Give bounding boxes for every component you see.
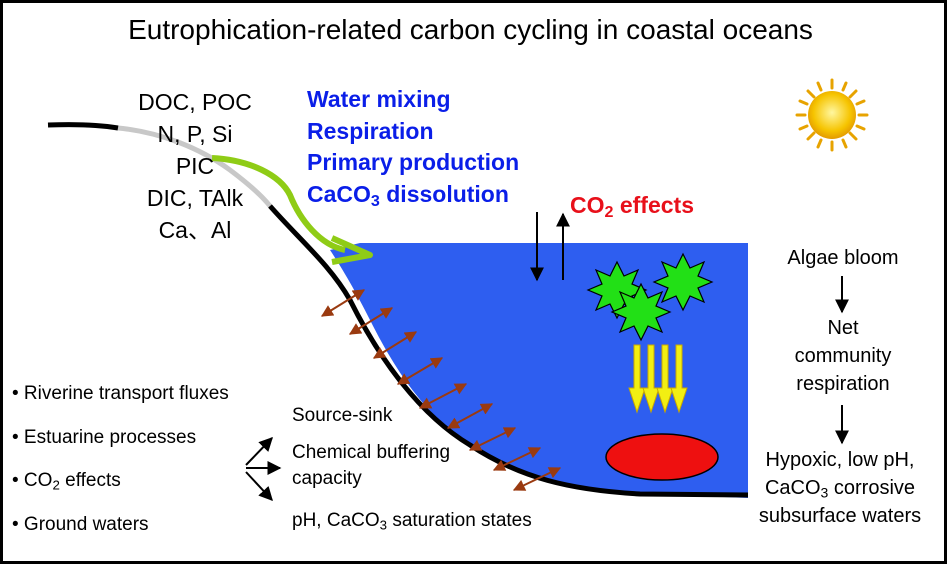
exchange-arrow xyxy=(320,289,366,317)
river-input-organic-carbon: DOC, POC xyxy=(138,89,252,115)
co2-effects-label: CO2 effects xyxy=(570,192,694,222)
hypoxic-zone xyxy=(605,433,719,481)
river-inputs-list: DOC, POC N, P, Si PIC DIC, TAlk Ca、Al xyxy=(120,86,270,246)
factor-bullets: • Riverine transport fluxes • Estuarine … xyxy=(12,372,229,546)
coastline xyxy=(47,122,749,498)
sinking-arrow xyxy=(656,344,674,414)
bullet-estuarine-processes: • Estuarine processes xyxy=(12,426,197,448)
diagram-title: Eutrophication-related carbon cycling in… xyxy=(128,14,813,45)
bullet-co2-effects: • CO2 effects xyxy=(12,470,121,493)
exchange-arrow xyxy=(418,383,468,409)
exchange-arrow xyxy=(348,307,394,335)
process-list: Water mixing Respiration Primary product… xyxy=(307,84,519,210)
exchange-arrow xyxy=(372,331,418,359)
outcome-arrow-down xyxy=(245,471,273,502)
process-caco3-dissolution: CaCO3 dissolution xyxy=(307,180,509,210)
bullet-ground-waters: • Ground waters xyxy=(12,513,149,535)
sinking-arrow xyxy=(628,344,646,414)
river-input-ca-al: Ca、Al xyxy=(158,217,232,243)
sun-icon xyxy=(795,78,869,152)
exchange-arrow xyxy=(396,357,444,385)
river-input-arrowhead xyxy=(330,235,373,265)
outcome-arrow-up xyxy=(245,436,273,466)
process-water-mixing: Water mixing xyxy=(307,86,451,112)
river-input-nutrients: N, P, Si xyxy=(157,121,233,147)
outcome-buffering-capacity: Chemical buffering capacity xyxy=(292,442,451,489)
exchange-arrow xyxy=(512,467,562,491)
algae-bloom-label: Algae bloom xyxy=(787,247,899,269)
algae-cell xyxy=(610,282,672,342)
river-input-dic-talk: DIC, TAlk xyxy=(146,185,244,211)
sinking-arrow xyxy=(670,344,688,414)
coastline-gray xyxy=(117,125,272,208)
process-primary-production: Primary production xyxy=(307,149,520,175)
algae-cell xyxy=(652,252,714,312)
exchange-arrow xyxy=(468,427,517,451)
hypoxic-waters-label: Hypoxic, low pH, CaCO3 corrosive subsurf… xyxy=(758,449,922,527)
river-input-pic: PIC xyxy=(175,153,215,179)
outcome-ph-saturation: pH, CaCO3 saturation states xyxy=(292,510,532,533)
outcome-source-sink: Source-sink xyxy=(292,405,393,426)
sinking-arrows xyxy=(628,344,688,414)
net-community-respiration-label: Net community respiration xyxy=(794,317,892,395)
sinking-arrow xyxy=(642,344,660,414)
exchange-arrow xyxy=(446,403,494,429)
bullet-riverine-fluxes: • Riverine transport fluxes xyxy=(12,383,229,404)
exchange-arrows xyxy=(320,289,562,491)
river-input-arrow xyxy=(211,155,346,253)
algae-bloom-cells xyxy=(586,252,714,342)
process-respiration: Respiration xyxy=(307,117,434,144)
exchange-arrow xyxy=(492,447,542,471)
